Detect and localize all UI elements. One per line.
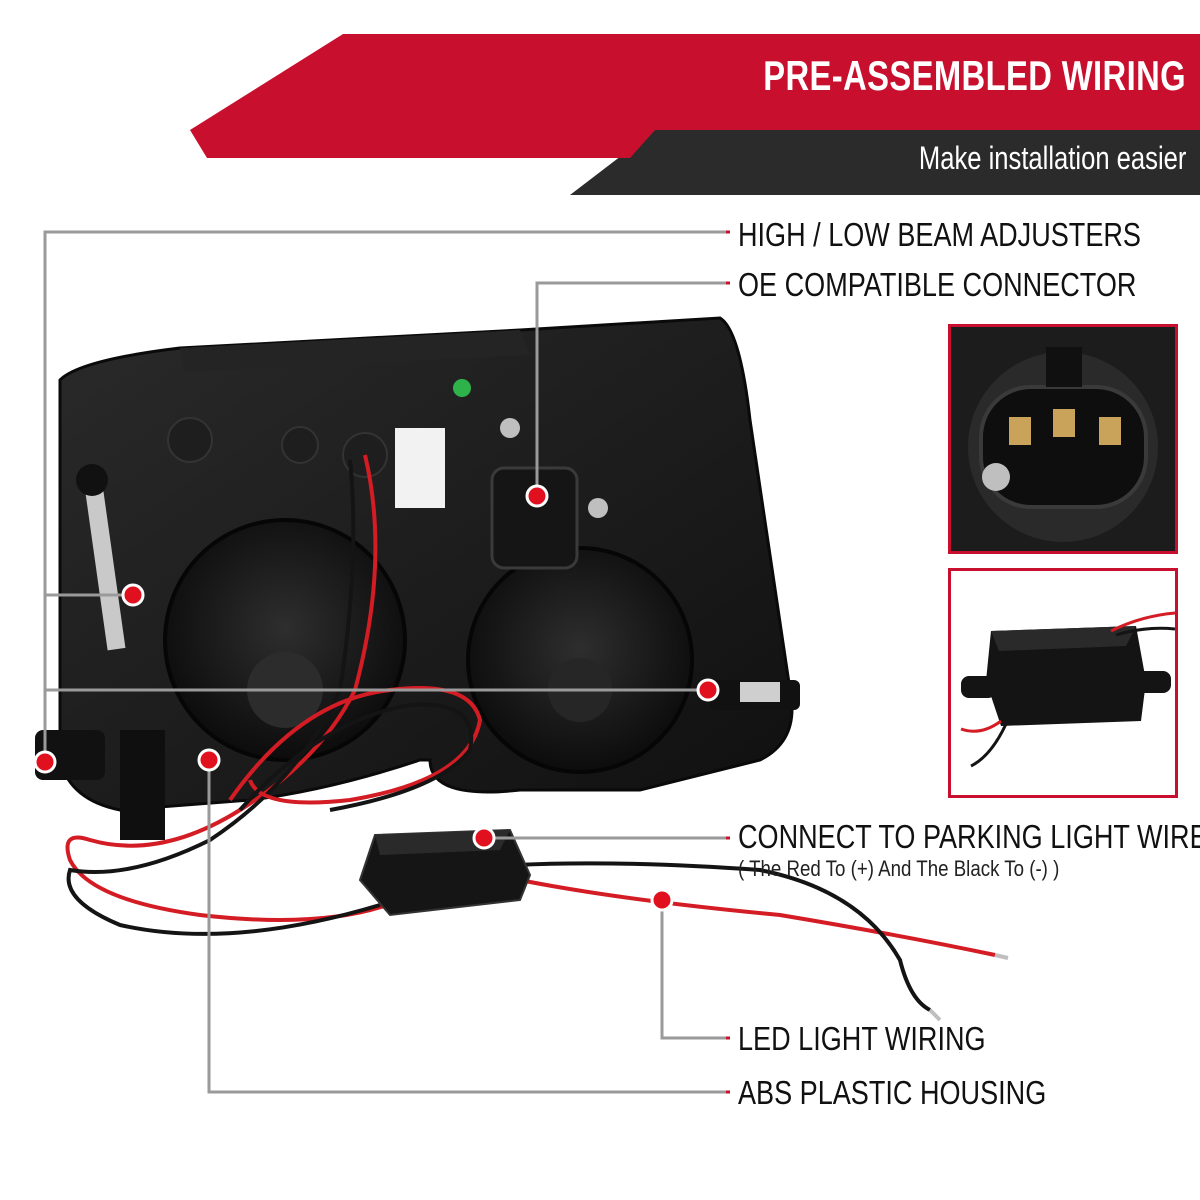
callout-dot-icon xyxy=(650,888,674,912)
red-wire-loop xyxy=(65,454,401,922)
connector-closeup-inset xyxy=(948,324,1178,554)
screw-right xyxy=(588,498,608,518)
callout-note-parking: ( The Red To (+) And The Black To (-) ) xyxy=(738,856,1060,881)
connector-closeup-image xyxy=(951,327,1175,551)
callout-dot-icon xyxy=(33,750,57,774)
screw-top xyxy=(500,418,520,438)
callout-label-housing: ABS PLASTIC HOUSING xyxy=(738,1074,1047,1111)
callout-label-parking: CONNECT TO PARKING LIGHT WIRES xyxy=(738,818,1200,855)
callout-dot-icon xyxy=(197,748,221,772)
callout-label-connector: OE COMPATIBLE CONNECTOR xyxy=(738,266,1137,303)
housing-boss-1 xyxy=(167,417,213,463)
callout-label-led-wiring: LED LIGHT WIRING xyxy=(738,1020,986,1057)
subtitle-banner-dark xyxy=(570,130,1200,195)
module-closeup-inset xyxy=(948,568,1178,798)
leader-connector xyxy=(535,281,726,496)
black-wire-loop xyxy=(66,459,381,936)
callout-dot-icon xyxy=(121,583,145,607)
red-wire-tangle xyxy=(228,686,483,805)
callout-dot-icon xyxy=(696,678,720,702)
housing-boss-2 xyxy=(281,426,319,464)
white-label xyxy=(395,428,445,508)
left-adjuster-rod xyxy=(83,479,126,651)
red-output-wire xyxy=(519,878,996,957)
leader-lines xyxy=(43,230,726,1094)
bottom-bracket xyxy=(120,730,165,840)
red-wire-tip xyxy=(994,953,1009,960)
callout-label-adjusters: HIGH / LOW BEAM ADJUSTERS xyxy=(738,216,1141,253)
callout-dot-icon xyxy=(525,484,549,508)
banner-shadow xyxy=(190,130,655,158)
black-output-wire xyxy=(514,861,932,1012)
housing-body xyxy=(58,316,794,812)
green-sticker xyxy=(453,379,471,397)
left-adjuster-knob xyxy=(76,464,108,496)
black-wire-tangle xyxy=(238,702,474,812)
leader-adjusters xyxy=(43,230,726,760)
oe-connector-body xyxy=(490,466,579,570)
black-wire-tip xyxy=(928,1008,942,1022)
leader-led-wiring xyxy=(660,900,726,1040)
leader-ends xyxy=(726,230,730,1094)
page-title: PRE-ASSEMBLED WIRING xyxy=(763,52,1186,99)
page-subtitle: Make installation easier xyxy=(918,140,1186,176)
title-banner xyxy=(190,34,1200,130)
callout-dot-icon xyxy=(472,826,496,850)
housing-top-rim xyxy=(180,330,530,372)
right-adjuster-rod xyxy=(740,682,780,702)
module-closeup-image xyxy=(951,571,1175,795)
leader-housing xyxy=(207,760,726,1094)
callout-dots xyxy=(33,484,720,912)
